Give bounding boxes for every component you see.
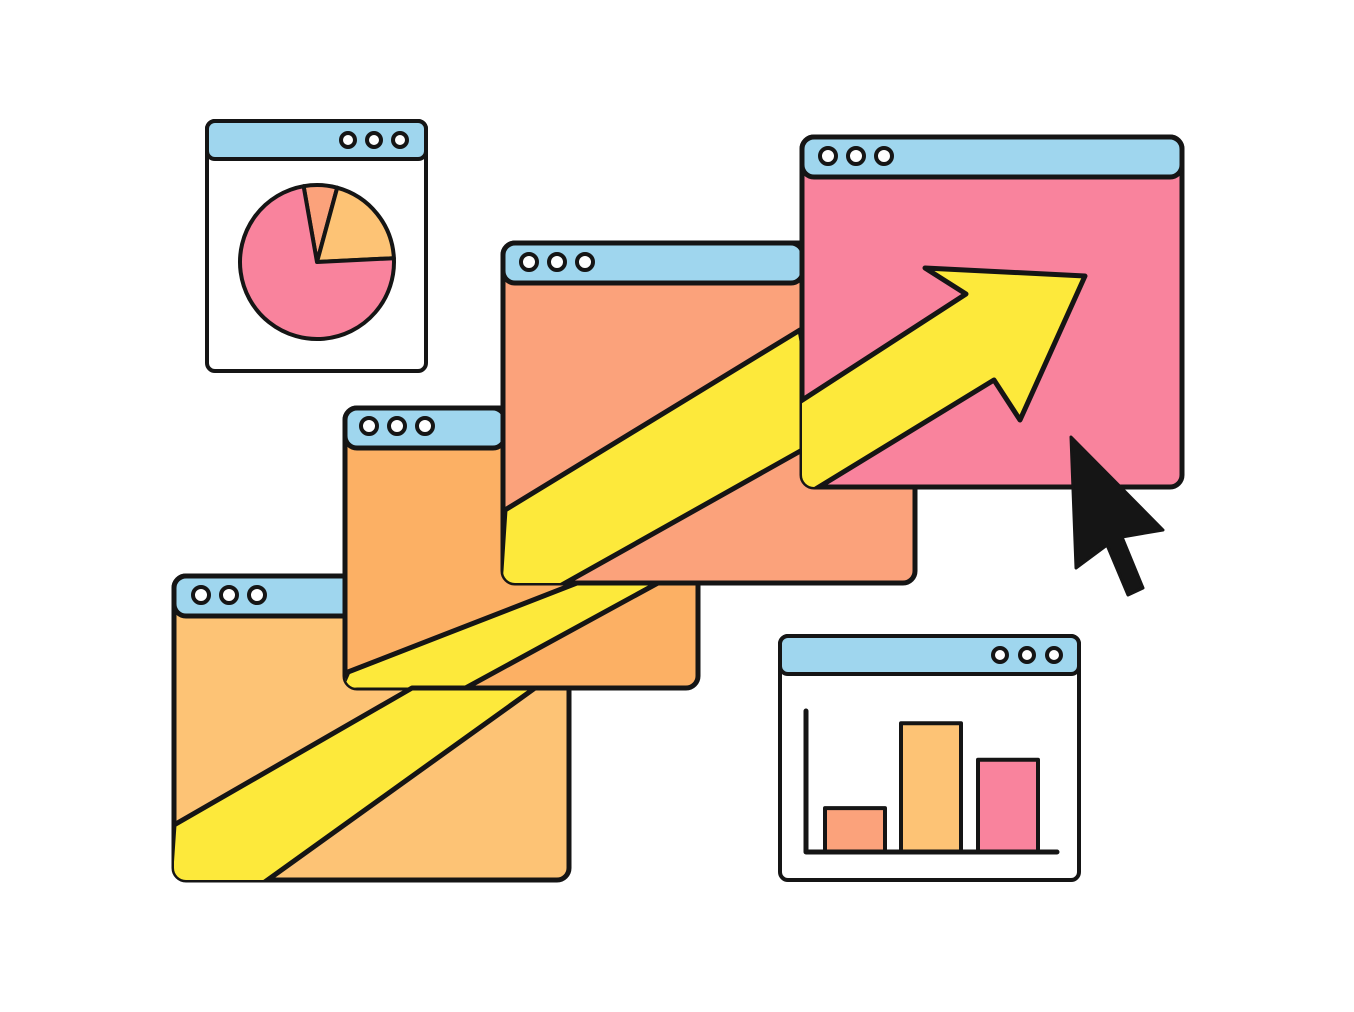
pie-window-titlebar xyxy=(205,119,428,161)
three-dot-icon xyxy=(991,646,1063,664)
pie-slice xyxy=(237,184,396,341)
three-dot-icon xyxy=(359,416,435,436)
three-dot-icon xyxy=(519,252,595,272)
three-dot-icon xyxy=(339,131,409,149)
arrow-segment-3 xyxy=(503,327,823,583)
growth-window-4-titlebar xyxy=(799,134,1185,180)
growth-window-4 xyxy=(799,134,1185,490)
bar xyxy=(899,721,963,854)
pie-chart xyxy=(237,183,396,341)
bar-chart-window xyxy=(778,634,1081,882)
arrow-segment-1 xyxy=(174,685,538,880)
bar-chart-axes xyxy=(803,708,1060,855)
mouse-cursor-icon xyxy=(1069,435,1165,597)
arrow-segment-2 xyxy=(345,557,698,688)
up-arrow-icon xyxy=(802,265,1088,487)
pie-slice xyxy=(315,185,396,264)
three-dot-icon xyxy=(818,146,894,166)
bar xyxy=(823,806,887,854)
bar-window-titlebar xyxy=(778,634,1081,676)
three-dot-icon xyxy=(191,585,267,605)
bar xyxy=(976,757,1040,855)
pie-chart-window xyxy=(205,119,428,373)
